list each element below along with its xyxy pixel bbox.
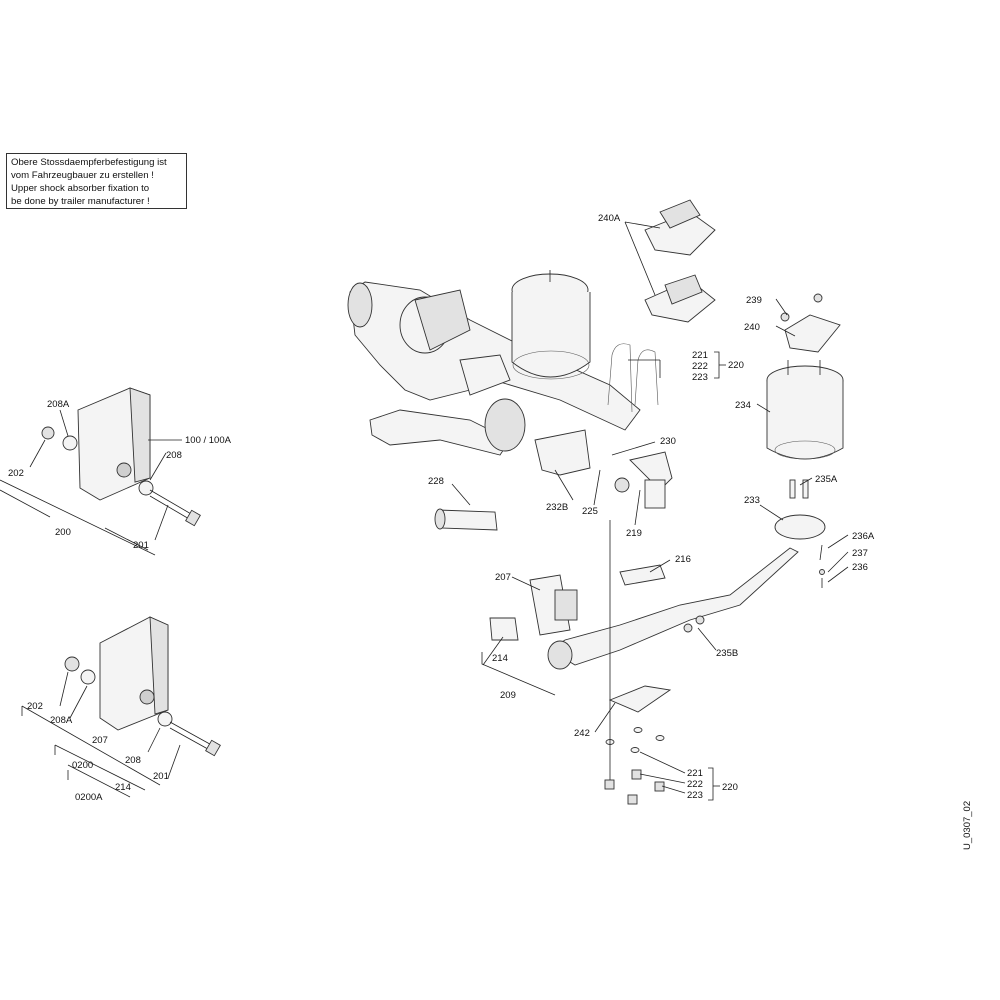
- label-242: 242: [574, 728, 590, 739]
- label-230: 230: [660, 436, 676, 447]
- note-line-2: vom Fahrzeugbauer zu erstellen !: [11, 170, 154, 181]
- label-216: 216: [675, 554, 691, 565]
- label-208A-bottom: 208A: [50, 715, 73, 726]
- bushing-214-right: [489, 617, 519, 641]
- label-207-bottom: 207: [92, 735, 108, 746]
- note-line-3: Upper shock absorber fixation to: [11, 183, 150, 194]
- label-214-right: 214: [492, 653, 508, 664]
- label-235A: 235A: [815, 474, 838, 485]
- label-200: 200: [55, 527, 71, 538]
- pad-216: [619, 564, 666, 586]
- note-line-1: Obere Stossdaempferbefestigung ist: [11, 157, 167, 168]
- air-spring-upper: [511, 270, 591, 380]
- bracket-232B: [534, 429, 591, 476]
- label-208-bottom: 208: [125, 755, 141, 766]
- axle-assembly: [347, 281, 641, 456]
- spring-arm-209: [547, 547, 799, 670]
- label-201-bottom: 201: [153, 771, 169, 782]
- hanger-bracket-100: [41, 387, 201, 527]
- label-222-upper: 222: [692, 361, 708, 372]
- label-223-upper: 223: [692, 372, 708, 383]
- label-234: 234: [735, 400, 751, 411]
- plate-242: [608, 685, 672, 713]
- top-plate-240: [780, 293, 841, 353]
- bushings-235A: [789, 479, 809, 499]
- label-232B: 232B: [546, 502, 568, 513]
- part-labels: 240A 239 240 221 222 223 220 234 230 235…: [8, 213, 875, 803]
- bolts-236: [819, 544, 825, 588]
- label-233: 233: [744, 495, 760, 506]
- label-207-right: 207: [495, 572, 511, 583]
- nuts-235B: [683, 615, 705, 633]
- label-239: 239: [746, 295, 762, 306]
- label-202-bottom: 202: [27, 701, 43, 712]
- label-236: 236: [852, 562, 868, 573]
- leader-lines: [0, 221, 849, 801]
- label-221-upper: 221: [692, 350, 708, 361]
- label-225: 225: [582, 506, 598, 517]
- air-spring-234: [766, 360, 844, 460]
- label-240: 240: [744, 322, 760, 333]
- label-220-upper: 220: [728, 360, 744, 371]
- label-236A: 236A: [852, 531, 875, 542]
- note-box: Obere Stossdaempferbefestigung ist vom F…: [6, 153, 187, 209]
- label-0200: 0200: [72, 760, 93, 771]
- label-100-100A: 100 / 100A: [185, 435, 232, 446]
- bracket-240A: [644, 199, 716, 323]
- label-222-lower: 222: [687, 779, 703, 790]
- label-235B: 235B: [716, 648, 738, 659]
- label-0200A: 0200A: [75, 792, 103, 803]
- fasteners-221-223: [604, 727, 665, 805]
- label-228: 228: [428, 476, 444, 487]
- label-208A-top: 208A: [47, 399, 70, 410]
- hanger-bracket-0200: [64, 616, 221, 757]
- label-220-lower: 220: [722, 782, 738, 793]
- label-240A: 240A: [598, 213, 621, 224]
- label-223-lower: 223: [687, 790, 703, 801]
- shock-absorber-228: [434, 508, 498, 531]
- label-208-top: 208: [166, 450, 182, 461]
- label-201-top: 201: [133, 540, 149, 551]
- note-line-4: be done by trailer manufacturer !: [11, 196, 150, 207]
- plate-233: [774, 514, 826, 540]
- label-221-lower: 221: [687, 768, 703, 779]
- label-209: 209: [500, 690, 516, 701]
- label-214-bottom: 214: [115, 782, 131, 793]
- bracket-207-right: [529, 574, 578, 636]
- label-202-top: 202: [8, 468, 24, 479]
- label-219: 219: [626, 528, 642, 539]
- label-237: 237: [852, 548, 868, 559]
- shock-absorber-219: [614, 451, 673, 509]
